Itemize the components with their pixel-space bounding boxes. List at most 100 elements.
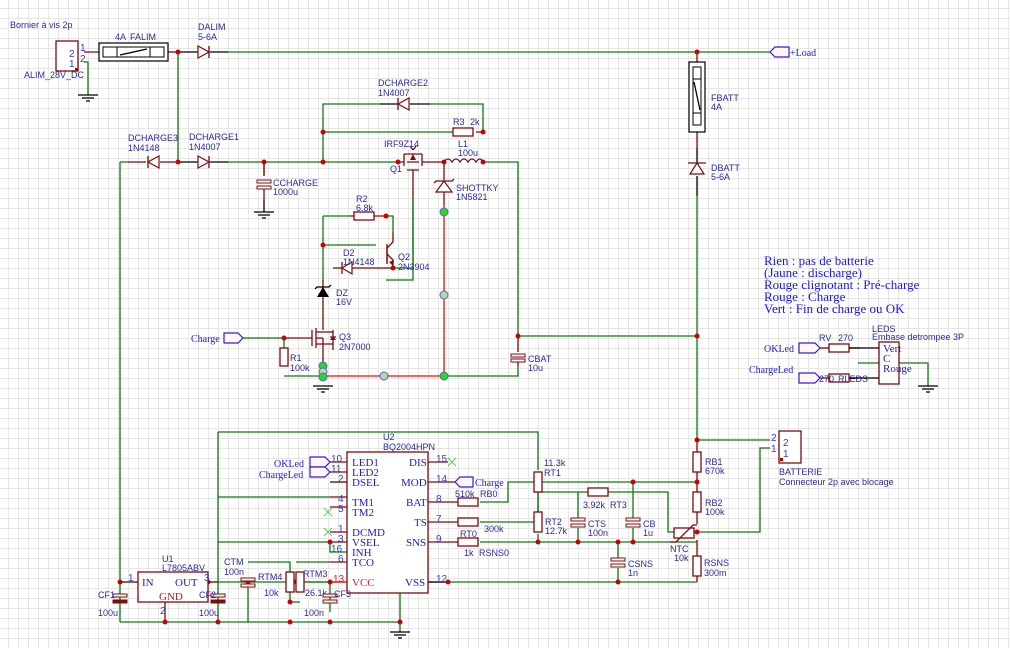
svg-text:11.3k: 11.3k (544, 458, 566, 468)
diode-dcharge2: DCHARGE2 1N4007 (378, 78, 428, 112)
diode-dcharge1: DCHARGE1 1N4007 (189, 132, 239, 170)
svg-text:FALIM: FALIM (130, 32, 156, 42)
net-label-load: +Load (769, 46, 816, 59)
svg-text:CBAT: CBAT (528, 354, 552, 364)
note-line: Rouge : Charge (764, 289, 846, 304)
svg-text:9: 9 (436, 534, 442, 545)
svg-text:GND: GND (159, 591, 183, 603)
svg-text:4: 4 (338, 494, 344, 505)
svg-text:BATTERIE: BATTERIE (779, 467, 822, 477)
svg-text:10k: 10k (674, 553, 689, 563)
regulator-u1: U1 L7805ABV IN OUT GND 1 3 2 (120, 554, 218, 617)
note-line: (Jaune : discharge) (764, 265, 862, 280)
svg-text:DSEL: DSEL (352, 477, 380, 489)
svg-text:RB0: RB0 (480, 489, 498, 499)
resistor-rtm3: RTM3 26.1k (295, 569, 328, 598)
resistor-r2: R2 6.8k (353, 194, 375, 221)
svg-text:L1: L1 (458, 139, 468, 149)
leds-connector: OKLed ChargeLed RV 270 270 RLEDS LEDS Em… (749, 324, 964, 385)
svg-text:1N4148: 1N4148 (128, 143, 160, 153)
alim-connector: Bornier à vis 2p ALIM_28V_DC 2 1 1 2 (10, 20, 86, 80)
svg-text:IRF9Z14: IRF9Z14 (384, 139, 419, 149)
diode-dcharge3: DCHARGE3 1N4148 (128, 133, 178, 170)
resistor-rsns: RSNS 300m (692, 555, 729, 578)
svg-text:LEDS: LEDS (872, 324, 896, 334)
svg-text:CSNS: CSNS (628, 559, 653, 569)
capacitor-cts: CTS 100n (570, 517, 608, 538)
diode-d2: D2 1N4148 (340, 248, 375, 276)
svg-text:26.1k: 26.1k (305, 588, 328, 598)
resistor-rt1: 11.3k RT1 (533, 458, 566, 493)
svg-text:TM1: TM1 (352, 497, 374, 509)
svg-text:2: 2 (160, 606, 166, 617)
svg-text:16: 16 (331, 544, 343, 555)
svg-text:100u: 100u (98, 608, 118, 618)
svg-text:270: 270 (819, 374, 834, 384)
svg-text:100n: 100n (304, 608, 324, 618)
svg-text:BAT: BAT (406, 497, 427, 509)
svg-text:12.7k: 12.7k (545, 526, 568, 536)
svg-text:15: 15 (436, 454, 448, 465)
svg-text:7: 7 (436, 514, 442, 525)
zener-dz: DZ 16V (314, 284, 352, 307)
svg-text:DZ: DZ (336, 288, 348, 298)
svg-text:2: 2 (338, 474, 344, 485)
svg-text:OUT: OUT (175, 577, 198, 589)
svg-text:10u: 10u (528, 363, 543, 373)
svg-text:CF2: CF2 (199, 590, 216, 600)
svg-text:1000u: 1000u (273, 187, 298, 197)
svg-text:TCO: TCO (352, 557, 374, 569)
svg-text:13: 13 (333, 574, 345, 585)
svg-text:2: 2 (783, 438, 789, 449)
svg-text:16V: 16V (336, 297, 352, 307)
diode-dbatt: DBATT 5-6A (688, 161, 740, 182)
svg-text:R2: R2 (356, 194, 368, 204)
ic-u2: U2 BQ2004HPN 10 LED1 11 LED2 2 DSEL 4 TM… (259, 432, 504, 594)
svg-text:Rouge: Rouge (883, 363, 912, 375)
capacitor-cf1: CF1 100u (98, 590, 128, 618)
alim-ref: ALIM_28V_DC (24, 70, 85, 80)
svg-text:NTC: NTC (670, 544, 689, 554)
svg-text:RT0: RT0 (460, 529, 477, 539)
svg-text:RB1: RB1 (705, 457, 723, 467)
svg-text:2: 2 (69, 49, 75, 60)
svg-text:5-6A: 5-6A (198, 32, 217, 42)
svg-text:CF1: CF1 (98, 590, 115, 600)
svg-text:10: 10 (331, 454, 343, 465)
svg-text:1: 1 (80, 43, 86, 54)
svg-text:LED1: LED1 (352, 457, 379, 469)
svg-text:Q3: Q3 (339, 332, 351, 342)
svg-text:1: 1 (128, 573, 134, 584)
svg-text:VSS: VSS (405, 577, 425, 589)
resistor-rtm4: RTM4 10k (258, 571, 295, 598)
svg-text:ChargeLed: ChargeLed (259, 470, 303, 481)
net-label-charge: Charge (191, 332, 245, 345)
svg-text:100n: 100n (224, 567, 244, 577)
svg-text:670k: 670k (705, 466, 725, 476)
svg-text:3: 3 (338, 534, 344, 545)
svg-text:11: 11 (331, 464, 342, 475)
capacitor-csns: CSNS 1n (610, 557, 653, 578)
led-status-note: Rien : pas de batterie (Jaune : discharg… (764, 253, 920, 316)
mosfet-q1: IRF9Z14 Q1 (384, 139, 419, 174)
svg-text:DIS: DIS (409, 457, 427, 469)
resistor-rb1: RB1 670k (692, 451, 725, 476)
svg-text:1N4148: 1N4148 (343, 257, 375, 267)
capacitor-cf2: CF2 100u (199, 590, 226, 618)
svg-text:3: 3 (204, 573, 210, 584)
svg-text:Q2: Q2 (398, 252, 410, 262)
svg-text:300m: 300m (704, 568, 727, 578)
note-line: Vert : Fin de charge ou OK (764, 301, 905, 316)
svg-text:IN: IN (142, 577, 154, 589)
diode-shottky: SHOTTKY 1N5821 (433, 178, 499, 202)
resistor-rsns0: RT0 1k RSNS0 (457, 529, 509, 558)
svg-text:1: 1 (771, 444, 777, 455)
svg-text:TM2: TM2 (352, 507, 374, 519)
alim-value: Bornier à vis 2p (10, 20, 73, 30)
svg-text:12: 12 (436, 574, 448, 585)
svg-text:2N7000: 2N7000 (339, 342, 371, 352)
svg-text:2: 2 (80, 54, 86, 65)
svg-text:U2: U2 (383, 432, 395, 442)
svg-text:1: 1 (338, 524, 344, 535)
